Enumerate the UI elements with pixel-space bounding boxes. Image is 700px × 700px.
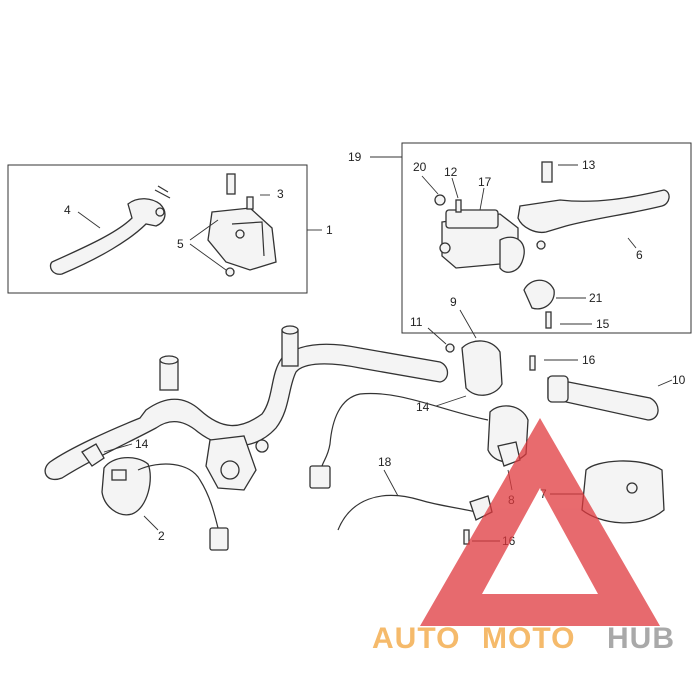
small-screw: [246, 196, 254, 210]
lower-clamp: [523, 279, 555, 310]
switch-button: [111, 469, 127, 481]
callout-6: 6: [636, 248, 643, 262]
throttle-grip: [547, 377, 659, 421]
pivot-nut: [536, 240, 546, 250]
right-group-frame: [401, 142, 692, 334]
callout-14a: 14: [135, 437, 149, 451]
callout-5: 5: [177, 237, 184, 251]
screw-16b: [463, 529, 470, 545]
callout-1: 1: [326, 223, 333, 237]
lever-spring: [154, 185, 171, 199]
cap-screw-12: [455, 199, 462, 213]
leader-18: [383, 469, 399, 497]
callout-21: 21: [589, 291, 603, 305]
left-switch-housing: [101, 457, 151, 516]
callout-2: 2: [158, 529, 165, 543]
brand-auto: AUTO: [372, 622, 460, 655]
bracket-nut: [225, 267, 235, 277]
callout-3: 3: [277, 187, 284, 201]
bracket-bolt: [226, 173, 236, 195]
mount-bolt: [255, 439, 269, 453]
leader-5a: [189, 219, 219, 241]
left-connector: [209, 527, 229, 551]
leader-20: [421, 175, 439, 195]
callout-19: 19: [348, 150, 362, 164]
handlebar-assembly: 2 14 11 9 14 10 16 8 18 16: [44, 295, 686, 551]
warning-triangle-mark: [420, 418, 660, 626]
callout-15: 15: [596, 317, 610, 331]
lever-pivot-bolt: [541, 161, 553, 183]
callout-12: 12: [444, 165, 458, 179]
callout-11: 11: [410, 315, 423, 329]
left-brake-lever: [49, 198, 166, 275]
handlebar-tube: [44, 343, 449, 481]
leader-5b: [189, 243, 227, 271]
callout-20: 20: [413, 160, 427, 174]
leader-4: [77, 211, 101, 229]
brand-moto: MOTO: [482, 622, 575, 655]
left-bar-clamp: [81, 443, 105, 467]
throttle-cable: [337, 494, 487, 531]
callout-17: 17: [478, 175, 492, 189]
leader-10: [657, 379, 673, 387]
watermark-logo: AUTO MOTO HUB: [372, 418, 675, 655]
leader-17: [479, 187, 485, 211]
callout-4: 4: [64, 203, 71, 217]
bracket-edge: [231, 221, 265, 257]
leader-12: [451, 177, 459, 199]
left-switch-wire: [137, 463, 219, 529]
left-lever-group: 4 3 5 1: [7, 164, 333, 294]
bracket-hole: [235, 229, 245, 239]
callout-13: 13: [582, 158, 596, 172]
grip-flange: [547, 375, 569, 403]
leader-14a: [103, 443, 133, 453]
leader-2: [143, 515, 159, 531]
upper-clamp: [499, 236, 525, 273]
callout-9: 9: [450, 295, 457, 309]
reservoir-cap: [445, 209, 499, 229]
mirror-mount: [439, 242, 451, 254]
right-bar-clamp: [461, 340, 503, 396]
right-master-cylinder-group: 19 20 12 17 13 6 21 15: [348, 142, 692, 334]
cap-screw-20: [434, 194, 446, 206]
clamp-bolt: [545, 311, 552, 329]
cover-screw: [626, 482, 638, 494]
leader-11: [427, 327, 447, 345]
right-riser-top: [281, 325, 299, 335]
callout-16a: 16: [582, 353, 596, 367]
leader-9: [459, 309, 477, 339]
right-switch-wire: [321, 392, 489, 467]
leader-6: [627, 237, 637, 249]
leader-14b: [435, 395, 467, 407]
right-brake-lever: [517, 189, 670, 234]
callout-10: 10: [672, 373, 686, 387]
brand-hub: HUB: [607, 622, 675, 655]
left-group-frame: [7, 164, 308, 294]
screw-16a: [529, 355, 536, 371]
callout-18: 18: [378, 455, 392, 469]
left-lever-bracket: [207, 207, 277, 271]
lever-pivot: [155, 207, 165, 217]
right-connector: [309, 465, 331, 489]
rubber-mount: [220, 460, 240, 480]
left-riser-top: [159, 355, 179, 365]
clamp-screw-11: [445, 343, 455, 353]
right-riser-post: [281, 329, 299, 367]
